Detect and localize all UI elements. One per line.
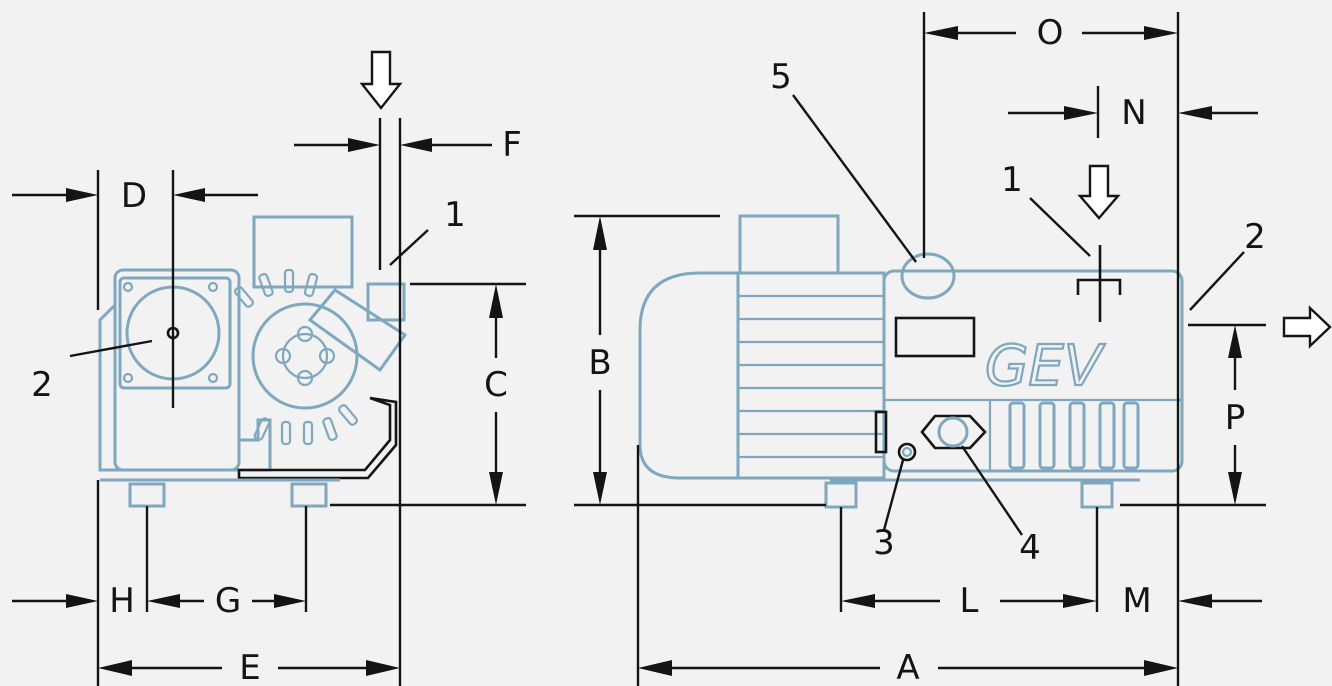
side-foot-left xyxy=(128,482,166,508)
side-view xyxy=(98,170,408,508)
dim-label-m: M xyxy=(1122,581,1151,621)
dim-label-h: H xyxy=(109,581,135,621)
dimension-labels: D F C H G E B O N P L M A xyxy=(109,13,1245,686)
front-view-dimensions xyxy=(574,12,1332,686)
callout-front-exhaust: 2 xyxy=(1244,217,1266,257)
front-foot-right xyxy=(1080,481,1114,509)
dim-label-c: C xyxy=(484,365,508,405)
oil-sight-glass xyxy=(897,442,917,462)
front-terminal-box xyxy=(738,214,840,275)
front-foot-left xyxy=(824,481,858,509)
front-pump-housing xyxy=(882,269,1184,473)
dim-label-l: L xyxy=(960,581,979,621)
side-view-dimensions xyxy=(12,50,526,686)
dim-label-a: A xyxy=(896,648,919,686)
dim-label-p: P xyxy=(1225,398,1246,438)
callout-front-inlet: 1 xyxy=(1001,160,1023,200)
dim-label-o: O xyxy=(1037,13,1064,53)
side-motor-flange xyxy=(113,268,241,472)
gev-logo: GEV xyxy=(985,334,1106,399)
side-motor-base xyxy=(98,303,239,472)
side-flange-plate xyxy=(118,276,232,390)
front-motor-body xyxy=(736,271,886,480)
callout-part-5: 5 xyxy=(770,57,792,97)
callout-side-exhaust: 2 xyxy=(31,365,53,405)
dim-label-n: N xyxy=(1121,93,1146,133)
dim-label-d: D xyxy=(121,176,147,216)
side-pump-rotor xyxy=(251,302,359,410)
side-black-bracket xyxy=(237,396,398,480)
front-housing-fins xyxy=(1008,401,1140,470)
dim-label-b: B xyxy=(588,343,611,383)
front-motor-fins xyxy=(738,294,884,459)
dim-label-g: G xyxy=(215,581,241,621)
callout-side-inlet: 1 xyxy=(444,195,466,235)
front-motor-endcap xyxy=(638,271,738,480)
side-pump-top-box xyxy=(252,215,354,289)
dim-label-f: F xyxy=(502,125,522,165)
side-inlet-body xyxy=(307,288,408,373)
side-foot-right xyxy=(290,482,328,508)
dim-label-e: E xyxy=(239,648,260,686)
front-view: GEV xyxy=(638,214,1184,509)
callout-part-3: 3 xyxy=(873,523,895,563)
callout-labels: 1 2 5 1 2 3 4 xyxy=(31,57,1266,568)
front-nameplate xyxy=(894,316,976,358)
callout-part-4: 4 xyxy=(1019,528,1041,568)
side-inlet-port xyxy=(366,282,406,322)
drain-plug xyxy=(920,414,987,450)
oil-fill-cap xyxy=(900,252,956,300)
